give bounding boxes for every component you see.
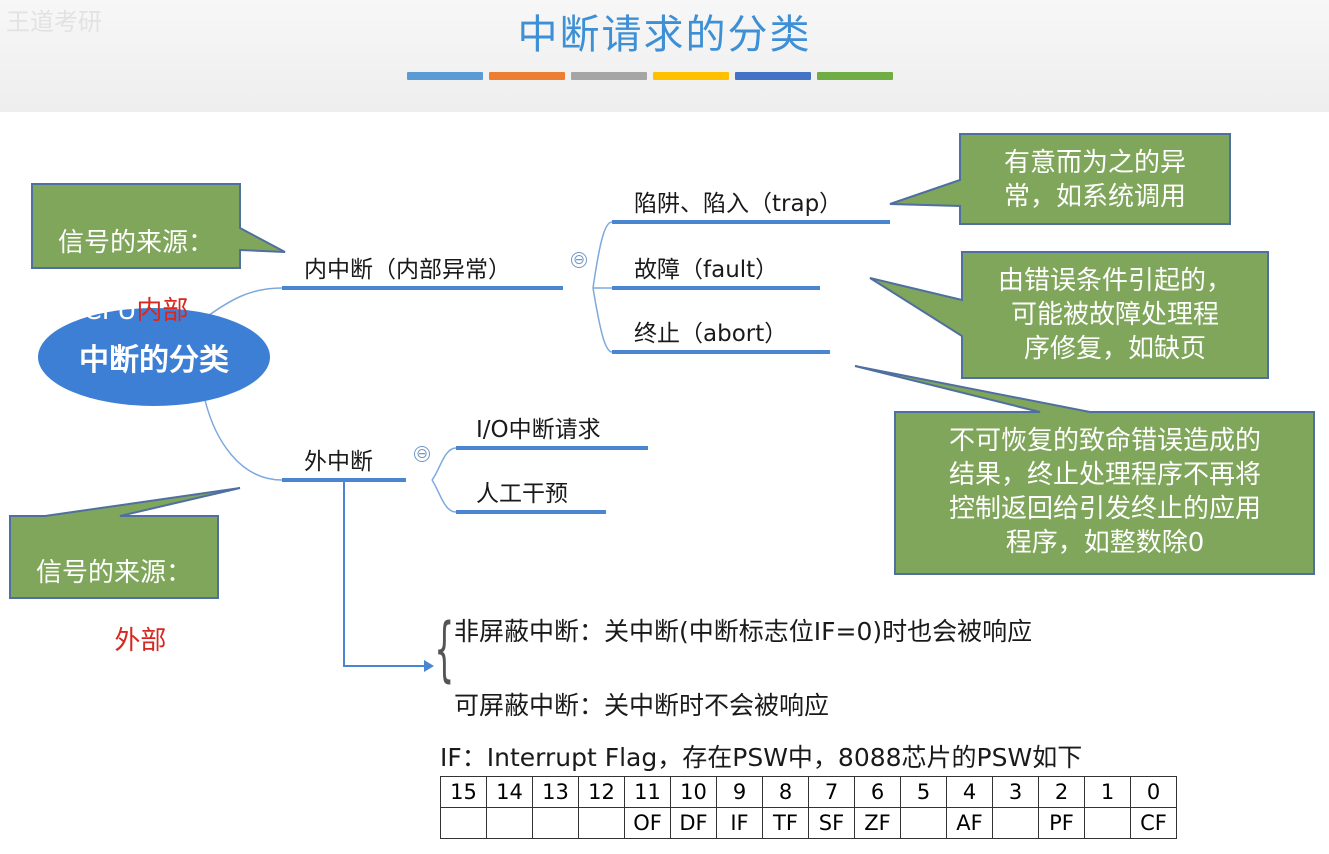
- psw-bit-cell: 6: [854, 776, 901, 808]
- psw-flag-cell: CF: [1130, 807, 1177, 839]
- psw-bit-cell: 7: [808, 776, 855, 808]
- title-bar: [653, 72, 729, 80]
- non-maskable-interrupt: 非屏蔽中断：关中断(中断标志位IF=0)时也会被响应: [454, 617, 1033, 646]
- callout-cpu: CPU: [83, 296, 137, 326]
- callout-cpu: CPU: [61, 626, 115, 656]
- psw-bit-cell: 11: [624, 776, 671, 808]
- callout-internal-source: [31, 183, 286, 269]
- callout-prefix: 信号的来源：: [57, 228, 214, 258]
- title-bar: [571, 72, 647, 80]
- psw-flag-cell: [900, 807, 947, 839]
- callout-highlight: 内部: [136, 296, 189, 326]
- psw-bit-cell: 8: [762, 776, 809, 808]
- branch-internal-trap: [592, 221, 613, 289]
- callout-external-source-text: 信号的来源： CPU外部: [14, 522, 214, 658]
- branch-external-io: [431, 447, 457, 481]
- psw-flag-cell: [532, 807, 579, 839]
- title-bar: [735, 72, 811, 80]
- root-node: 中断的分类: [38, 308, 270, 406]
- collapse-internal-icon[interactable]: ⊖: [571, 252, 587, 268]
- psw-bit-cell: 1: [1084, 776, 1131, 808]
- callout-internal-source-text: 信号的来源： CPU内部: [36, 192, 236, 328]
- psw-bit-cell: 9: [716, 776, 763, 808]
- psw-caption: IF：Interrupt Flag，存在PSW中，8088芯片的PSW如下: [440, 743, 1083, 772]
- callout-fault: [869, 251, 1269, 379]
- node-manual-intervention: 人工干预: [476, 481, 568, 507]
- callout-abort: [854, 365, 1315, 575]
- node-abort: 终止（abort）: [634, 321, 788, 347]
- branch-root-internal: [204, 287, 283, 319]
- psw-flag-cell: [992, 807, 1039, 839]
- brace: {: [434, 608, 455, 690]
- node-internal: 内中断（内部异常）: [304, 257, 511, 283]
- callout-shapes: [9, 133, 1315, 599]
- psw-flag-cell: [1084, 807, 1131, 839]
- psw-flag-cell: SF: [808, 807, 855, 839]
- page-title: 中断请求的分类: [517, 12, 812, 58]
- psw-flag-cell: [486, 807, 533, 839]
- psw-bit-cell: 3: [992, 776, 1039, 808]
- callout-trap: [889, 133, 1231, 225]
- callout-trap-text: 有意而为之的异 常，如系统调用: [1003, 148, 1186, 212]
- maskable-interrupt: 可屏蔽中断：关中断时不会被响应: [454, 691, 830, 720]
- callout-prefix: 信号的来源：: [35, 558, 192, 588]
- arrow-external-types: [343, 482, 424, 667]
- psw-flag-cell: DF: [670, 807, 717, 839]
- watermark: 王道考研: [6, 8, 102, 36]
- branch-root-external: [204, 399, 283, 481]
- psw-flag-cell: [578, 807, 625, 839]
- node-fault: 故障（fault）: [634, 257, 779, 283]
- psw-bit-cell: 2: [1038, 776, 1085, 808]
- node-io-interrupt: I/O中断请求: [476, 417, 601, 443]
- psw-bit-cell: 15: [440, 776, 487, 808]
- arrow-head: [424, 660, 434, 672]
- title-bars: [407, 72, 893, 80]
- psw-flag-cell: ZF: [854, 807, 901, 839]
- title-bar: [407, 72, 483, 80]
- collapse-external-icon[interactable]: ⊖: [414, 446, 430, 462]
- callout-external-source: [9, 487, 241, 599]
- title-bar: [489, 72, 565, 80]
- psw-bit-cell: 10: [670, 776, 717, 808]
- psw-flag-cell: IF: [716, 807, 763, 839]
- psw-flag-cell: OF: [624, 807, 671, 839]
- title-bar: [817, 72, 893, 80]
- psw-bit-cell: 0: [1130, 776, 1177, 808]
- psw-flag-cell: [440, 807, 487, 839]
- header-band: [0, 0, 1329, 112]
- callout-fault-text: 由错误条件引起的， 可能被故障处理程 序修复，如缺页: [997, 266, 1232, 364]
- callout-highlight: 外部: [114, 626, 167, 656]
- psw-bit-cell: 12: [578, 776, 625, 808]
- psw-bit-cell: 13: [532, 776, 579, 808]
- node-trap: 陷阱、陷入（trap）: [634, 191, 843, 217]
- psw-flag-cell: TF: [762, 807, 809, 839]
- psw-bit-cell: 5: [900, 776, 947, 808]
- branch-external-manual: [431, 479, 457, 513]
- branch-internal-abort: [592, 287, 613, 353]
- node-external: 外中断: [304, 449, 373, 475]
- psw-flag-cell: AF: [946, 807, 993, 839]
- psw-bit-cell: 4: [946, 776, 993, 808]
- psw-bit-cell: 14: [486, 776, 533, 808]
- psw-flag-cell: PF: [1038, 807, 1085, 839]
- callout-abort-text: 不可恢复的致命错误造成的 结果，终止处理程序不再将 控制返回给引发终止的应用 程…: [948, 426, 1261, 558]
